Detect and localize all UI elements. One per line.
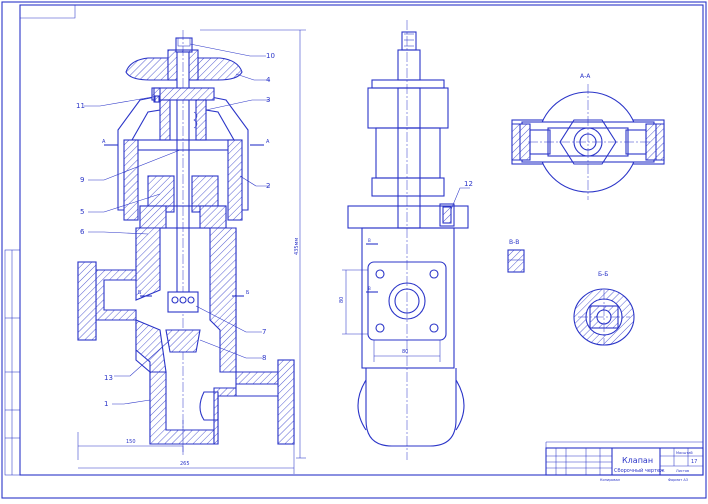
- inlet-flange: [77, 261, 97, 341]
- callout-11: 11: [76, 102, 85, 110]
- callout-7: 7: [262, 328, 266, 336]
- callout-5: 5: [80, 208, 84, 216]
- section-aa: [511, 84, 665, 200]
- side-body: [361, 227, 455, 369]
- callout-1: 1: [104, 400, 108, 408]
- dim-width-265: 265: [180, 461, 190, 467]
- outlet-flange: [277, 359, 295, 445]
- cut-mark-b-right: Б: [246, 290, 250, 296]
- callout-3: 3: [266, 96, 270, 104]
- valve-disc: [165, 329, 201, 353]
- dim-width-150: 150: [126, 439, 136, 445]
- section-aa-label: А-А: [580, 73, 591, 80]
- title-block: [545, 441, 704, 476]
- callout-labels: 10 4 3 11 9 2 5 6 7 8 13 1 12: [76, 52, 473, 408]
- callout-9: 9: [80, 176, 84, 184]
- callout-13: 13: [104, 374, 113, 382]
- title-copied: Копировал: [600, 478, 620, 482]
- cut-mark-a-left: А: [102, 139, 106, 145]
- callout-6: 6: [80, 228, 85, 236]
- dim-flange-80-v: 80: [339, 297, 345, 303]
- dimension-lines: [77, 29, 306, 474]
- section-vv-label: В-В: [509, 239, 519, 246]
- callout-4: 4: [266, 76, 271, 84]
- handwheel-left: [125, 57, 169, 81]
- title-format: Формат A3: [668, 478, 688, 482]
- cut-mark-a-right: А: [266, 139, 270, 145]
- title-doc-type: Сборочный чертеж: [614, 467, 665, 474]
- cut-mark-v-upper: В: [368, 238, 371, 243]
- leader-lines: [84, 43, 470, 405]
- title-sheet-number: 17: [691, 459, 697, 465]
- title-sheets-label: Листов: [676, 469, 689, 473]
- cut-mark-v-lower: В: [368, 286, 371, 291]
- callout-12: 12: [464, 180, 473, 188]
- side-view: [342, 20, 469, 460]
- dim-flange-80-h: 80: [402, 349, 408, 355]
- cut-mark-b-left: Б: [138, 290, 142, 296]
- section-bb-label: Б-Б: [598, 271, 608, 278]
- title-name: Клапан: [622, 456, 653, 465]
- callout-2: 2: [266, 182, 270, 190]
- callout-8: 8: [262, 354, 266, 362]
- section-bb: [573, 288, 635, 346]
- dim-overall-height: 435мм: [294, 238, 300, 255]
- section-vv: [507, 249, 525, 273]
- title-scale-label: Масштаб: [676, 451, 693, 455]
- callout-10: 10: [266, 52, 275, 60]
- handwheel-right: [197, 57, 243, 81]
- front-section-view: А А Б Б: [77, 30, 295, 455]
